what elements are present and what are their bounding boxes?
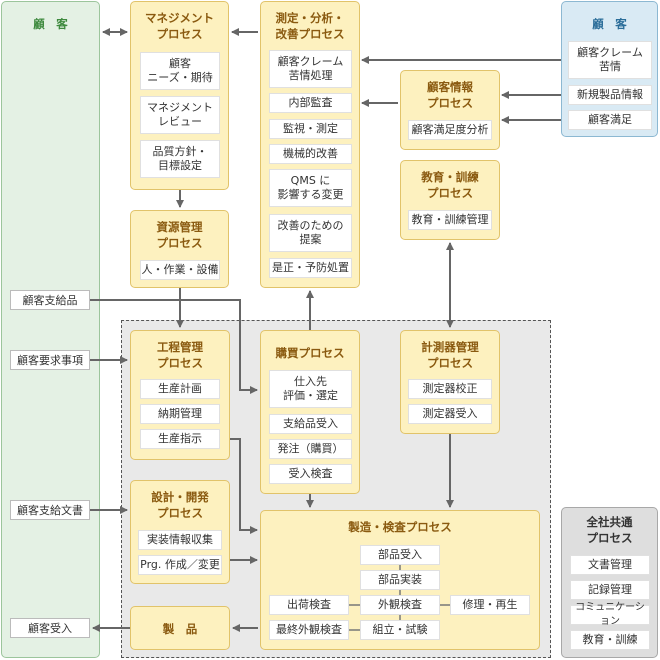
education-management: 教育・訓練管理 xyxy=(408,210,492,230)
customer-complaint: 顧客クレーム 苦情 xyxy=(568,41,652,79)
new-product-info: 新規製品情報 xyxy=(568,85,652,105)
visual-inspection: 外観検査 xyxy=(360,595,440,615)
measurement-process-title: 測定・分析・ 改善プロセス xyxy=(275,11,345,41)
instrument-title: 計測器管理 プロセス xyxy=(421,340,479,370)
customer-requirements: 顧客要求事項 xyxy=(10,350,90,370)
process-management-title: 工程管理 プロセス xyxy=(157,340,203,370)
customer-left-panel: 顧 客 xyxy=(1,1,100,658)
ordering: 発注（購買） xyxy=(269,439,352,459)
product-box: 製 品 xyxy=(130,606,230,650)
repair: 修理・再生 xyxy=(450,595,530,615)
program-creation: Prg. 作成／変更 xyxy=(138,555,222,575)
parts-mounting: 部品実装 xyxy=(360,570,440,590)
production-instruction: 生産指示 xyxy=(140,429,220,449)
final-visual-inspection: 最終外観検査 xyxy=(269,620,349,640)
mechanical-improvement: 機械的改善 xyxy=(269,144,352,164)
record-control: 記録管理 xyxy=(570,580,650,600)
customer-needs: 顧客 ニーズ・期待 xyxy=(140,52,220,90)
company-common-title: 全社共通 プロセス xyxy=(586,515,633,545)
delivery-management: 納期管理 xyxy=(140,404,220,424)
customer-satisfaction: 顧客満足 xyxy=(568,110,652,130)
customer-right-title: 顧 客 xyxy=(592,17,627,31)
customer-receipt: 顧客受入 xyxy=(10,618,90,638)
management-process-title: マネジメント プロセス xyxy=(145,11,214,41)
supplied-goods-receipt: 支給品受入 xyxy=(269,414,352,434)
customer-left-title: 顧 客 xyxy=(33,17,68,31)
instrument-calibration: 測定器校正 xyxy=(408,379,492,399)
manufacturing-title: 製造・検査プロセス xyxy=(348,520,452,534)
mount-info-collection: 実装情報収集 xyxy=(138,530,222,550)
product-title: 製 品 xyxy=(162,622,198,636)
qms-change: QMS に 影響する変更 xyxy=(269,169,352,207)
document-control: 文書管理 xyxy=(570,555,650,575)
resource-title: 資源管理 プロセス xyxy=(156,220,203,250)
customer-supplied-docs: 顧客支給文書 xyxy=(10,500,90,520)
instrument-receipt: 測定器受入 xyxy=(408,404,492,424)
shipping-inspection: 出荷検査 xyxy=(269,595,349,615)
improvement-proposal: 改善のための 提案 xyxy=(269,214,352,252)
purchasing-title: 購買プロセス xyxy=(275,346,345,360)
production-planning: 生産計画 xyxy=(140,379,220,399)
satisfaction-analysis: 顧客満足度分析 xyxy=(408,120,492,140)
customer-supplied-goods: 顧客支給品 xyxy=(10,290,90,310)
people-work-equipment: 人・作業・設備 xyxy=(140,260,220,280)
acceptance-inspection: 受入検査 xyxy=(269,464,352,484)
design-title: 設計・開発 プロセス xyxy=(151,490,209,520)
corrective-action: 是正・予防処置 xyxy=(269,258,352,278)
quality-policy: 品質方針・ 目標設定 xyxy=(140,140,220,178)
complaint-handling: 顧客クレーム 苦情処理 xyxy=(269,50,352,88)
customer-info-title: 顧客情報 プロセス xyxy=(427,80,473,110)
education-title: 教育・訓練 プロセス xyxy=(421,170,479,200)
supplier-evaluation: 仕入先 評価・選定 xyxy=(269,370,352,408)
monitoring: 監視・測定 xyxy=(269,119,352,139)
assembly-test: 組立・試験 xyxy=(360,620,440,640)
internal-audit: 内部監査 xyxy=(269,93,352,113)
education-training: 教育・訓練 xyxy=(570,630,650,650)
parts-receipt: 部品受入 xyxy=(360,545,440,565)
management-review: マネジメント レビュー xyxy=(140,96,220,134)
communication: コミュニケーション xyxy=(570,602,650,627)
